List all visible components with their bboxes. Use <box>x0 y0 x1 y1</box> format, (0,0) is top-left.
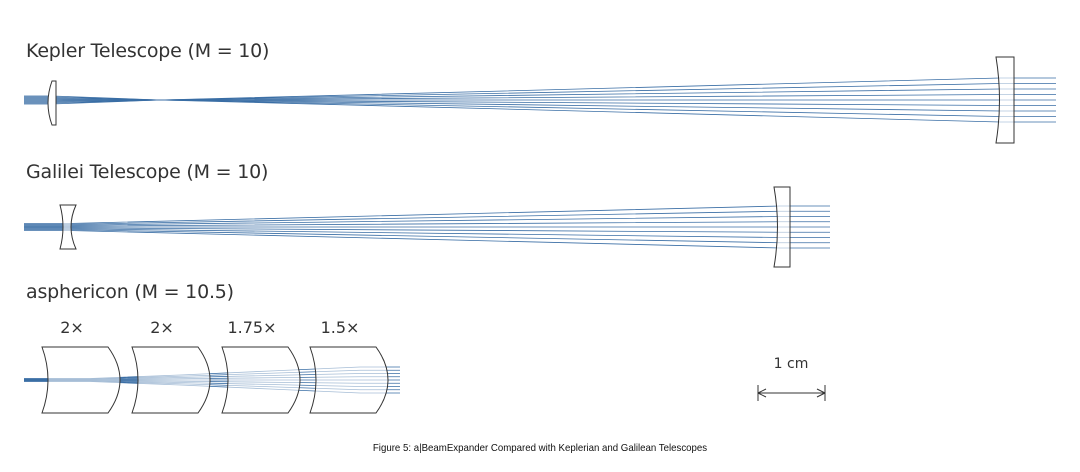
asphericon-lens-3 <box>221 346 301 414</box>
stage-factor-4: 1.5× <box>320 318 360 337</box>
kepler-ray <box>24 77 1056 101</box>
kepler-eyepiece-lens <box>995 56 1015 144</box>
figure-caption: Figure 5: a|BeamExpander Compared with K… <box>372 442 708 454</box>
asphericon-lens-4 <box>309 346 389 414</box>
galilei-ray <box>24 205 830 224</box>
kepler-ray-bundle <box>24 77 1056 123</box>
galilei-ray <box>24 228 830 238</box>
galilei-ray <box>24 221 830 227</box>
asphericon-expander <box>24 346 400 414</box>
kepler-title: Kepler Telescope (M = 10) <box>26 40 270 62</box>
kepler-ray <box>24 99 1056 123</box>
galilei-telescope <box>24 186 830 268</box>
stage-factor-1: 2× <box>60 318 84 337</box>
galilei-ray-bundle <box>24 205 830 249</box>
asphericon-lens-2 <box>131 346 211 414</box>
galilei-ray <box>24 229 830 244</box>
scale-bar <box>757 385 826 401</box>
stage-factor-3: 1.75× <box>227 318 277 337</box>
kepler-ray <box>24 99 1056 112</box>
stage-factor-2: 2× <box>150 318 174 337</box>
galilei-ray <box>24 210 830 225</box>
galilei-negative-lens <box>59 204 77 250</box>
galilei-title: Galilei Telescope (M = 10) <box>26 161 269 183</box>
kepler-ray <box>24 88 1056 101</box>
galilei-ray <box>24 227 830 233</box>
kepler-telescope <box>24 56 1056 144</box>
galilei-positive-lens <box>773 186 791 268</box>
scale-bar-label: 1 cm <box>773 356 809 372</box>
asphericon-lens-stack <box>41 346 389 414</box>
galilei-ray <box>24 230 830 249</box>
asphericon-lens-1 <box>41 346 121 414</box>
galilei-ray <box>24 216 830 226</box>
asphericon-title: asphericon (M = 10.5) <box>26 281 234 303</box>
kepler-objective-lens <box>47 80 57 126</box>
